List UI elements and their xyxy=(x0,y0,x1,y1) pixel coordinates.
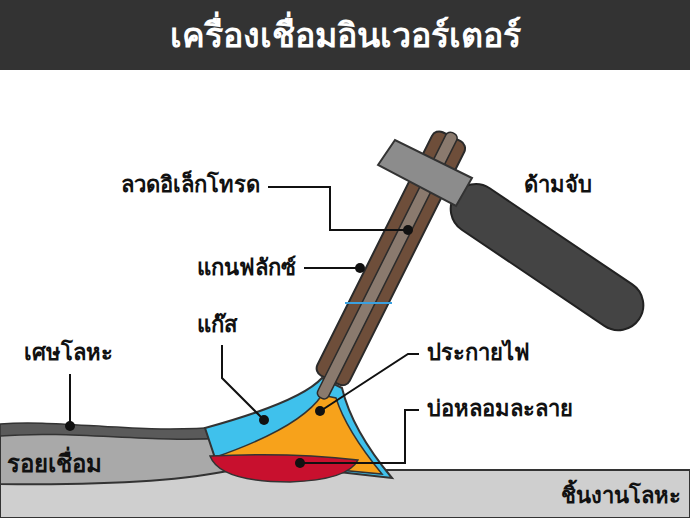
part-label: ลวดอิเล็กโทรด xyxy=(119,172,262,198)
part-label: ประกายไฟ xyxy=(425,340,532,366)
marker-line xyxy=(345,302,392,304)
weld-pool xyxy=(210,455,358,482)
leader-dot xyxy=(295,458,305,468)
leader-dot xyxy=(315,406,325,416)
leader-dot xyxy=(355,263,365,273)
part-label: รอยเชื่อม xyxy=(5,450,104,479)
leader-line xyxy=(222,345,262,418)
leader-dot xyxy=(259,415,269,425)
leader-line xyxy=(69,374,71,424)
leader-line xyxy=(302,410,419,463)
leader-dot xyxy=(403,225,413,235)
part-label: แก๊ส xyxy=(195,312,239,338)
part-label: บ่อหลอมละลาย xyxy=(425,396,575,422)
part-label: ชิ้นงานโลหะ xyxy=(559,483,683,509)
leader-line xyxy=(322,354,419,410)
holder-clamp xyxy=(378,140,472,206)
diagram-title: เครื่องเชื่อมอินเวอร์เตอร์ xyxy=(0,0,690,70)
part-label: ด้ามจับ xyxy=(522,172,594,198)
leader-dots xyxy=(65,225,413,468)
leader-line xyxy=(304,267,358,269)
slag-layer xyxy=(0,423,224,439)
part-label: แกนฟลักซ์ xyxy=(195,255,298,281)
leader-lines xyxy=(70,187,419,463)
part-label: เศษโลหะ xyxy=(22,340,115,366)
leader-line xyxy=(268,187,406,230)
holder-handle xyxy=(441,174,653,340)
leader-dot xyxy=(65,421,75,431)
